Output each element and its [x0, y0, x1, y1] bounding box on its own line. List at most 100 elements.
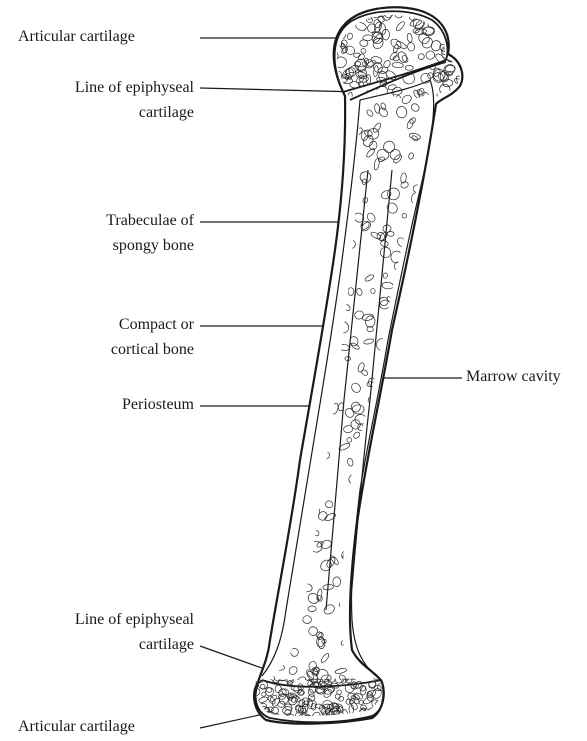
trabecula-loop	[446, 15, 450, 26]
trabecula-loop	[380, 569, 391, 578]
trabecula-loop	[425, 508, 437, 517]
trabecula-loop	[403, 643, 414, 656]
trabecula-loop	[274, 159, 286, 170]
trabecula-loop	[412, 579, 424, 589]
trabecula-loop	[255, 535, 268, 548]
trabecula-loop	[432, 462, 438, 467]
trabecula-loop	[279, 452, 287, 461]
trabecula-loop	[390, 512, 400, 521]
trabecula-loop	[419, 382, 428, 389]
trabecula-loop	[394, 493, 402, 502]
trabecula-loop	[261, 158, 274, 171]
trabecula-loop	[285, 175, 293, 183]
trabecula-loop	[314, 119, 323, 130]
trabecula-loop	[246, 674, 257, 685]
trabecula-loop	[289, 198, 297, 210]
trabecula-loop	[373, 618, 383, 630]
trabecula-loop	[263, 426, 274, 437]
trabecula-loop	[273, 162, 286, 174]
trabecula-loop	[385, 707, 395, 717]
trabecula-loop	[453, 10, 461, 17]
trabecula-loop	[313, 127, 320, 132]
trabecula-loop	[439, 506, 447, 516]
trabecula-loop	[414, 646, 425, 654]
trabecula-loop	[448, 11, 459, 22]
trabecula-loop	[382, 460, 392, 468]
trabecula-loop	[433, 511, 442, 521]
trabecula-loop	[317, 252, 322, 260]
trabecula-loop	[356, 614, 365, 623]
trabecula-loop	[427, 539, 438, 549]
trabecula-loop	[375, 457, 384, 469]
trabecula-loop	[401, 407, 412, 417]
trabecula-loop	[368, 593, 381, 603]
trabecula-loop	[409, 344, 419, 354]
trabecula-loop	[380, 581, 388, 588]
trabecula-loop	[382, 560, 387, 565]
trabecula-loop	[419, 498, 435, 513]
trabecula-loop	[270, 432, 277, 440]
leader-epiphyseal-top	[200, 88, 360, 92]
trabecula-loop	[322, 179, 334, 193]
trabecula-loop	[416, 338, 427, 348]
trabecula-loop	[263, 188, 277, 199]
trabecula-loop	[435, 417, 446, 424]
label-periosteum: Periosteum	[18, 395, 194, 415]
trabecula-loop	[271, 309, 280, 315]
trabecula-loop	[368, 635, 378, 644]
trabecula-loop	[267, 385, 273, 391]
trabecula-loop	[403, 301, 412, 311]
trabecula-loop	[427, 655, 434, 665]
trabecula-loop	[294, 155, 307, 166]
trabecula-loop	[397, 369, 406, 376]
trabecula-loop	[276, 516, 288, 529]
trabecula-loop	[416, 344, 424, 351]
trabecula-loop	[413, 541, 419, 546]
trabecula-loop	[276, 458, 282, 464]
trabecula-loop	[382, 544, 388, 551]
trabecula-loop	[407, 306, 412, 314]
trabecula-loop	[285, 455, 296, 466]
trabecula-loop	[283, 211, 291, 220]
trabecula-loop	[293, 199, 305, 212]
trabecula-loop	[261, 104, 273, 118]
trabecula-loop	[426, 393, 435, 404]
trabecula-loop	[377, 453, 391, 467]
trabecula-loop	[380, 466, 388, 472]
trabecula-loop	[397, 326, 408, 335]
trabecula-loop	[378, 716, 387, 725]
trabecula-loop	[299, 317, 312, 330]
trabecula-loop	[311, 142, 319, 150]
trabecula-loop	[457, 25, 468, 35]
trabecula-loop	[268, 330, 281, 342]
trabecula-loop	[404, 382, 413, 391]
trabecula-loop	[398, 661, 410, 673]
trabecula-loop	[438, 644, 447, 657]
trabecula-loop	[392, 665, 401, 672]
trabecula-loop	[394, 670, 405, 682]
trabecula-loop	[389, 592, 402, 605]
trabecula-loop	[272, 380, 281, 389]
trabecula-loop	[399, 407, 407, 416]
trabecula-loop	[327, 30, 334, 41]
trabecula-loop	[391, 589, 402, 599]
trabecula-loop	[264, 89, 277, 102]
trabecula-loop	[261, 587, 271, 598]
trabecula-loop	[301, 156, 313, 169]
trabecula-loop	[257, 184, 270, 195]
trabecula-loop	[262, 485, 275, 496]
trabecula-loop	[263, 199, 272, 210]
trabecula-loop	[407, 259, 419, 271]
trabecula-loop	[417, 568, 422, 572]
trabecula-loop	[386, 460, 398, 470]
trabecula-loop	[269, 436, 278, 445]
trabecula-loop	[428, 417, 434, 422]
trabecula-loop	[279, 205, 289, 214]
label-marrow-cavity: Marrow cavity	[466, 367, 561, 387]
trabecula-loop	[276, 347, 287, 355]
trabecula-loop	[426, 369, 437, 378]
trabecula-loop	[377, 498, 384, 506]
trabecula-loop	[462, 4, 468, 9]
trabecula-loop	[323, 242, 336, 251]
trabecula-loop	[424, 385, 435, 397]
